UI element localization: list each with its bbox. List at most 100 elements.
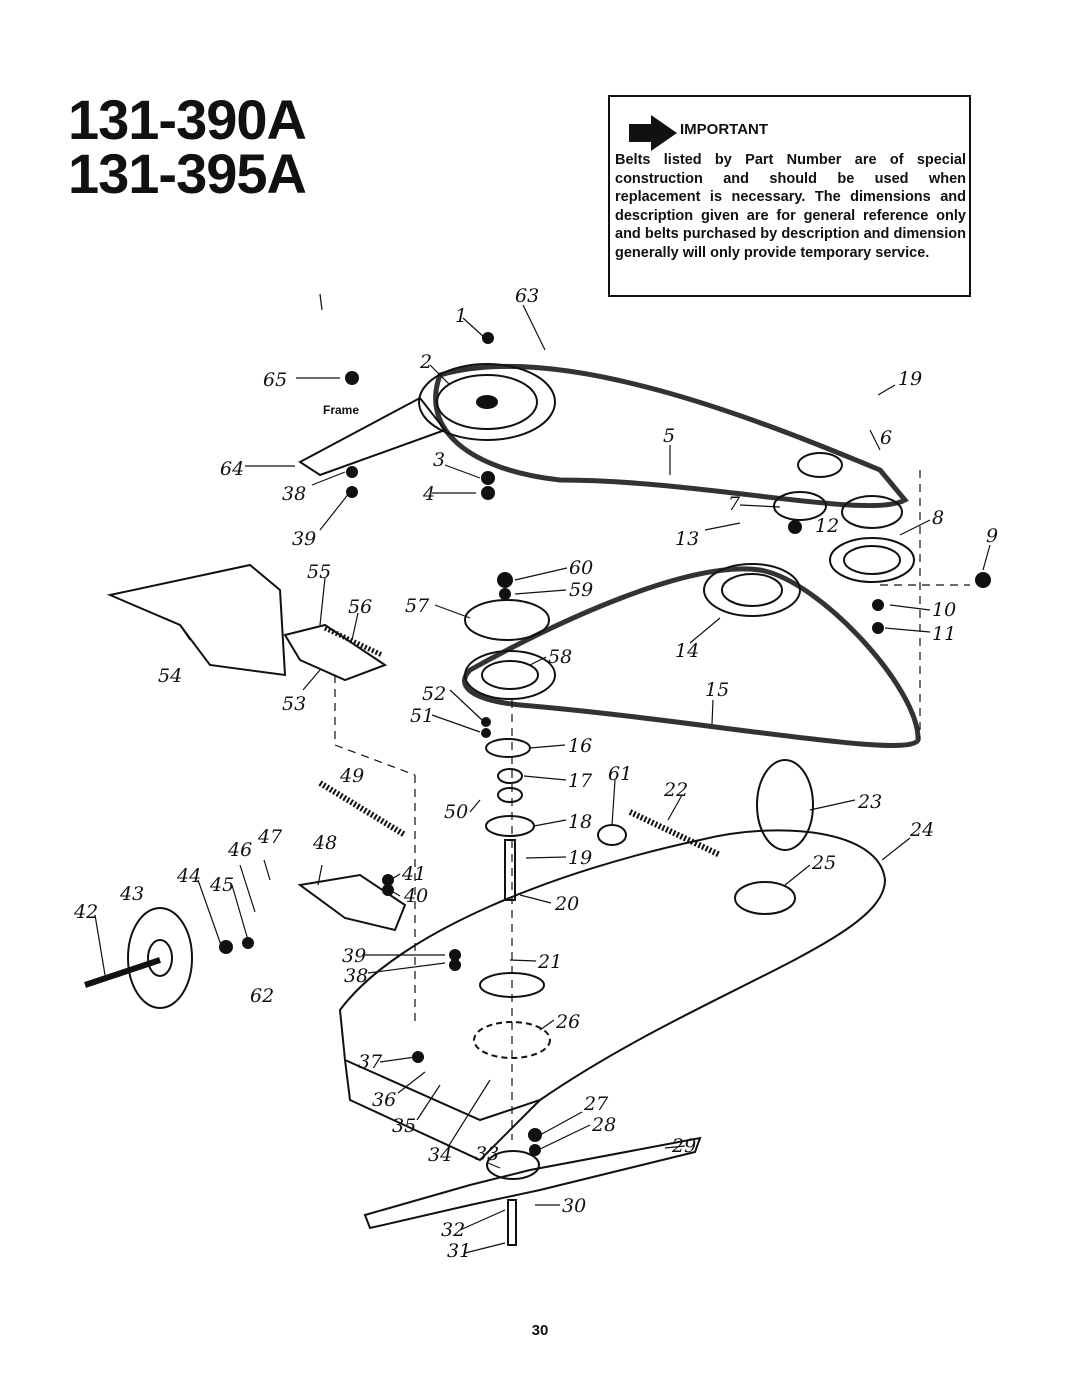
frame-label: Frame <box>323 403 359 417</box>
callout-17: 17 <box>568 770 593 792</box>
callout-22: 22 <box>663 779 688 801</box>
callout-39-upper: 39 <box>292 528 316 550</box>
callout-30: 30 <box>562 1195 586 1217</box>
callout-51: 51 <box>410 705 434 727</box>
callout-27: 27 <box>583 1093 609 1115</box>
blade-29 <box>363 1136 702 1230</box>
deck-24 <box>338 829 887 1122</box>
callout-32: 32 <box>441 1219 465 1241</box>
belt-lower-15 <box>462 566 921 748</box>
spring-49 <box>318 780 407 838</box>
callout-44: 44 <box>176 865 201 887</box>
arrow-right-icon <box>629 115 677 151</box>
callout-9: 9 <box>986 525 998 547</box>
callout-50: 50 <box>444 801 468 823</box>
callout-52: 52 <box>422 683 446 705</box>
spring-56 <box>323 625 384 658</box>
callout-24: 24 <box>909 819 934 841</box>
callout-31: 31 <box>447 1240 471 1262</box>
frame-bracket-64 <box>298 396 447 477</box>
bearing-61 <box>597 824 627 846</box>
callout-8: 8 <box>932 507 944 529</box>
callout-20: 20 <box>554 893 579 915</box>
callout-53: 53 <box>282 693 306 715</box>
pulley-58 <box>464 650 556 700</box>
bolt-31 <box>507 1199 517 1246</box>
bracket-48 <box>297 873 407 932</box>
callout-38-lower: 38 <box>344 965 368 987</box>
model-number-1: 131-390A <box>68 88 307 151</box>
idler-boss-25 <box>734 881 796 915</box>
callout-16: 16 <box>568 735 592 757</box>
callout-25: 25 <box>811 852 836 874</box>
notice-body: Belts listed by Part Number are of speci… <box>615 152 966 261</box>
callout-37: 37 <box>358 1051 383 1073</box>
callout-26: 26 <box>555 1011 580 1033</box>
callout-19-lower: 19 <box>568 847 592 869</box>
pulley-stack-8a <box>841 495 903 529</box>
callout-65: 65 <box>263 369 287 391</box>
callout-29: 29 <box>671 1135 696 1157</box>
callout-13: 13 <box>675 528 699 550</box>
pulley-stack-8b <box>829 537 915 583</box>
callout-38-upper: 38 <box>282 483 306 505</box>
housing-18 <box>485 815 535 837</box>
model-number-2: 131-395A <box>68 142 307 205</box>
callout-36: 36 <box>372 1089 396 1111</box>
callout-4: 4 <box>422 483 435 505</box>
callout-55: 55 <box>307 561 331 583</box>
spindle-20 <box>504 839 516 901</box>
callout-43: 43 <box>119 883 144 905</box>
bearing-17a <box>497 768 523 784</box>
callout-14: 14 <box>675 640 699 662</box>
bracket-53 <box>283 623 388 682</box>
callout-15: 15 <box>705 679 729 701</box>
page-number: 30 <box>531 1322 549 1339</box>
pulley-14 <box>703 563 801 617</box>
callout-49: 49 <box>339 765 364 787</box>
callout-60: 60 <box>569 557 593 579</box>
pulley-2 <box>418 363 556 441</box>
callout-62: 62 <box>250 985 274 1007</box>
callout-46: 46 <box>227 839 252 861</box>
callout-10: 10 <box>932 599 956 621</box>
callout-39-lower: 39 <box>342 945 366 967</box>
bearing-17b <box>497 787 523 803</box>
pulley-57 <box>464 599 550 641</box>
callout-57: 57 <box>405 595 430 617</box>
callout-18: 18 <box>568 811 592 833</box>
callout-2: 2 <box>419 351 432 373</box>
callout-63: 63 <box>515 285 539 307</box>
callout-21: 21 <box>537 951 562 973</box>
callout-45: 45 <box>209 874 234 896</box>
chute-54 <box>106 563 287 677</box>
axle-bolt-42 <box>84 957 161 988</box>
wheel-43 <box>127 907 193 1009</box>
spring-22 <box>628 809 722 858</box>
important-notice-box: IMPORTANT Belts listed by Part Number ar… <box>608 95 971 297</box>
callout-47: 47 <box>257 826 283 848</box>
callout-6: 6 <box>880 427 892 449</box>
callout-3: 3 <box>433 449 445 471</box>
callout-61: 61 <box>608 763 632 785</box>
callout-41: 41 <box>401 863 426 885</box>
callout-12: 12 <box>815 515 839 537</box>
callout-58: 58 <box>548 646 572 668</box>
callout-40: 40 <box>403 885 428 907</box>
adapter-33 <box>486 1150 540 1180</box>
deck-wheel-23 <box>756 759 814 851</box>
callout-5: 5 <box>663 425 675 447</box>
callout-23: 23 <box>857 791 882 813</box>
callout-11: 11 <box>932 623 956 645</box>
notice-heading: IMPORTANT <box>680 121 769 138</box>
callout-59: 59 <box>569 579 593 601</box>
callout-28: 28 <box>591 1114 616 1136</box>
callout-33: 33 <box>475 1143 499 1165</box>
callout-34: 34 <box>428 1144 452 1166</box>
callout-7: 7 <box>728 493 741 515</box>
housing-16 <box>485 738 531 758</box>
idler-7 <box>773 491 827 521</box>
callout-54: 54 <box>158 665 182 687</box>
callout-1: 1 <box>455 305 467 327</box>
